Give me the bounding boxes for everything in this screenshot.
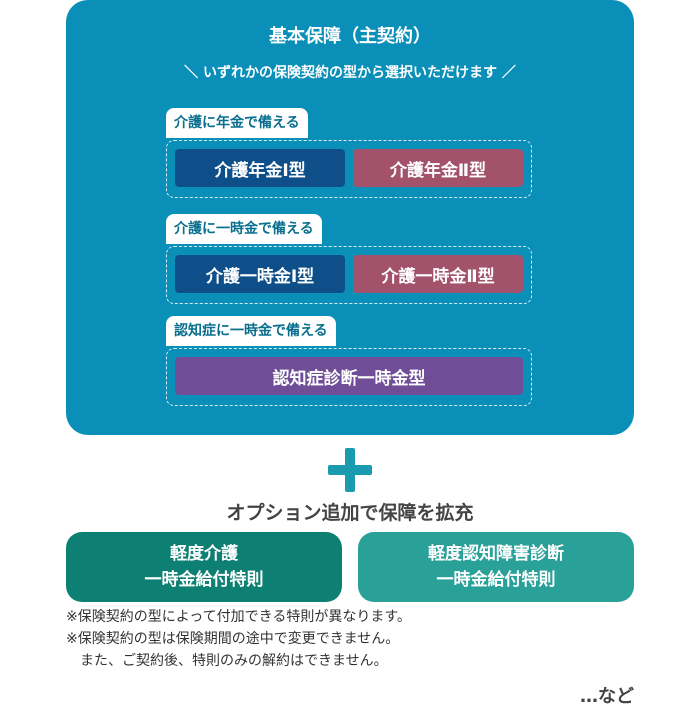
group-tag: 介護に一時金で備える xyxy=(166,214,322,244)
main-title: 基本保障（主契約） xyxy=(269,26,431,47)
group-care-annuity: 介護に年金で備える 介護年金Ⅰ型 介護年金Ⅱ型 xyxy=(166,108,534,198)
group-panel: 介護年金Ⅰ型 介護年金Ⅱ型 xyxy=(166,140,532,198)
option-line1: 軽度認知障害診断 xyxy=(428,544,564,564)
option-mild-care-rider[interactable]: 軽度介護 一時金給付特則 xyxy=(66,532,342,602)
plan-care-lump-sum-type2[interactable]: 介護一時金Ⅱ型 xyxy=(353,255,523,293)
main-coverage-box: 基本保障（主契約） ＼ いずれかの保険契約の型から選択いただけます ／ 介護に年… xyxy=(66,0,634,435)
plan-care-lump-sum-type1[interactable]: 介護一時金Ⅰ型 xyxy=(175,255,345,293)
etc-label: …など xyxy=(580,686,634,707)
group-panel: 介護一時金Ⅰ型 介護一時金Ⅱ型 xyxy=(166,246,532,304)
option-mci-diagnosis-rider[interactable]: 軽度認知障害診断 一時金給付特則 xyxy=(358,532,634,602)
option-line1: 軽度介護 xyxy=(170,544,238,564)
note-3: また、ご契約後、特則のみの解約はできません。 xyxy=(66,653,388,669)
group-tag: 介護に年金で備える xyxy=(166,108,308,138)
main-subtitle: ＼ いずれかの保険契約の型から選択いただけます ／ xyxy=(184,65,516,81)
group-panel: 認知症診断一時金型 xyxy=(166,348,532,406)
plus-icon xyxy=(328,448,372,492)
plan-care-annuity-type1[interactable]: 介護年金Ⅰ型 xyxy=(175,149,345,187)
option-line2: 一時金給付特則 xyxy=(144,570,264,590)
group-tag: 認知症に一時金で備える xyxy=(166,316,336,346)
plan-dementia-diagnosis[interactable]: 認知症診断一時金型 xyxy=(175,357,523,395)
note-1: ※保険契約の型によって付加できる特則が異なります。 xyxy=(66,609,411,625)
group-care-lump-sum: 介護に一時金で備える 介護一時金Ⅰ型 介護一時金Ⅱ型 xyxy=(166,214,534,304)
option-line2: 一時金給付特則 xyxy=(436,570,556,590)
note-2: ※保険契約の型は保険期間の途中で変更できません。 xyxy=(66,631,400,647)
plan-care-annuity-type2[interactable]: 介護年金Ⅱ型 xyxy=(353,149,523,187)
group-dementia-lump-sum: 認知症に一時金で備える 認知症診断一時金型 xyxy=(166,316,534,406)
options-title: オプション追加で保障を拡充 xyxy=(226,502,474,524)
